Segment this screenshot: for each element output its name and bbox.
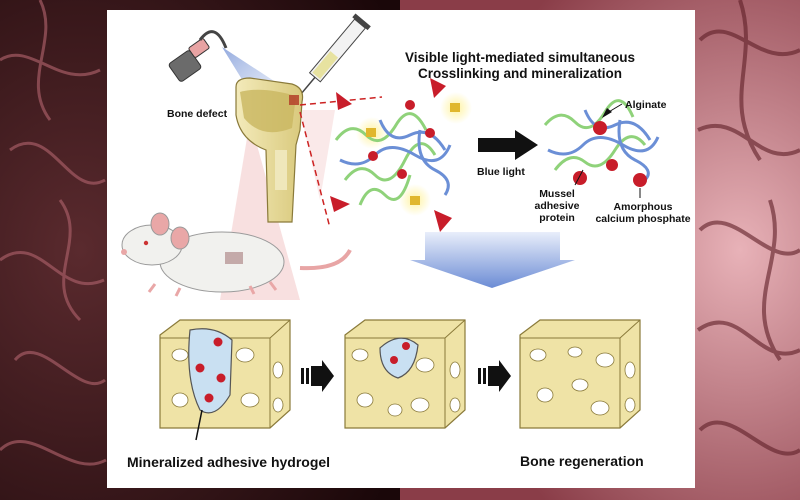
acp-line-2: calcium phosphate [595,213,691,226]
bone-defect-label: Bone defect [167,108,228,120]
arrow-icon [478,360,511,392]
femur-icon [235,77,304,223]
title-line-1: Visible light-mediated simultaneous [404,50,636,65]
polymer-network-icon [330,78,472,232]
bone-regeneration-label: Bone regeneration [520,453,644,469]
acp-label: Amorphous calcium phosphate [587,201,699,225]
arrow-icon [478,130,538,160]
mussel-protein-label: Mussel adhesive protein [518,188,596,224]
mussel-line-2: adhesive protein [534,200,580,225]
bone-scaffold-icon [519,319,641,429]
diagram-title: Visible light-mediated simultaneous Cros… [385,50,655,81]
acp-line-1: Amorphous [613,201,673,213]
mussel-line-1: Mussel [539,188,575,200]
alginate-label: Alginate [625,99,667,111]
schematic-diagram [121,13,660,441]
bone-scaffold-icon [159,319,291,441]
polymer-network-icon [543,99,660,198]
bone-scaffold-icon [344,319,466,429]
rat-icon [121,212,352,297]
arrow-icon [301,360,334,392]
title-line-2: Crosslinking and mineralization [417,65,623,81]
figure-panel: Bone defect Visible light-mediated simul… [107,10,695,488]
hydrogel-label: Mineralized adhesive hydrogel [127,454,331,470]
blue-light-label: Blue light [477,166,525,178]
